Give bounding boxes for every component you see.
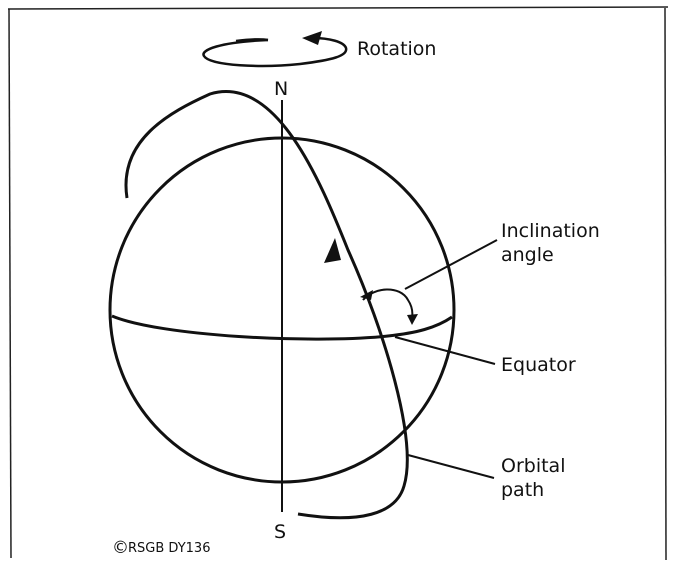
credit-label: RSGB DY136 <box>128 541 210 556</box>
inclination-leader-line <box>404 239 498 290</box>
orbital-label-line2: path <box>501 479 544 501</box>
inclination-label-line1: Inclination <box>501 220 600 242</box>
rotation-arrow-icon <box>202 31 348 68</box>
inclination-label-line2: angle <box>501 244 554 266</box>
frame-right-border <box>664 7 667 561</box>
orbit-direction-arrow-icon <box>324 238 341 263</box>
south-label: S <box>274 521 286 543</box>
rotation-label: Rotation <box>357 38 436 60</box>
inclination-arrowhead-right-icon <box>407 314 418 325</box>
orbital-label-line1: Orbital <box>501 455 565 477</box>
frame-top-border <box>7 6 669 10</box>
orbital-path-front <box>124 90 409 520</box>
inclination-arrowhead-left-icon <box>360 290 373 300</box>
equator-line <box>111 314 453 341</box>
frame-left-border <box>8 8 12 559</box>
earth-sphere <box>108 136 456 484</box>
copyright-symbol: © <box>112 538 129 558</box>
north-label: N <box>274 78 288 100</box>
equator-leader-line <box>394 336 496 365</box>
orbital-leader-line <box>407 454 495 479</box>
equator-label: Equator <box>501 354 576 376</box>
inclination-angle-arc <box>362 288 414 319</box>
